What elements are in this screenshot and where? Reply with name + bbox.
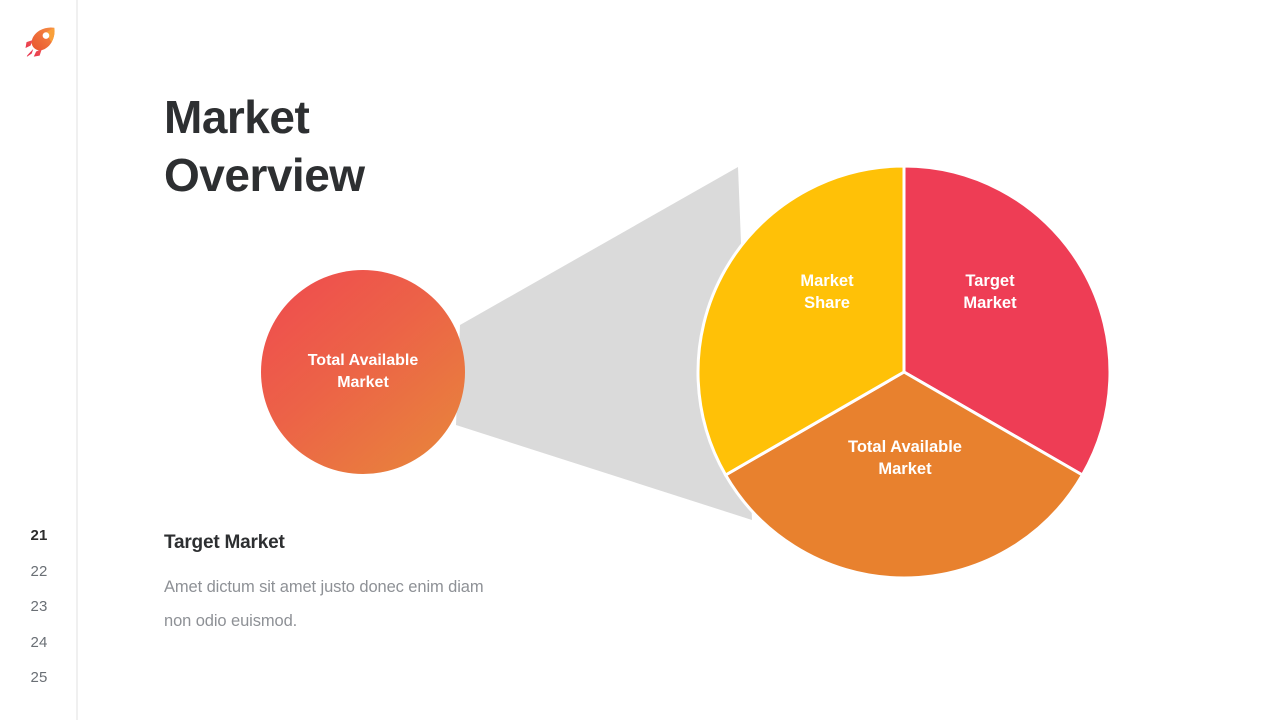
footnote-body: Amet dictum sit amet justo donec enim di… xyxy=(164,578,484,630)
footnote-heading: Target Market xyxy=(164,532,285,553)
page-number-23[interactable]: 23 xyxy=(30,598,48,615)
page-title: Market Overview xyxy=(164,91,365,201)
page-number-25[interactable]: 25 xyxy=(30,669,48,686)
pie-label-line2: Share xyxy=(804,294,850,312)
sidebar: 21 22 23 24 25 xyxy=(0,0,78,720)
total-available-market-bubble[interactable]: Total Available Market xyxy=(261,270,465,474)
bubble-label-line1: Total Available xyxy=(308,352,419,369)
page-number-22[interactable]: 22 xyxy=(30,562,48,580)
pie-label-line2: Market xyxy=(963,294,1017,312)
page-number-list[interactable]: 21 22 23 24 25 xyxy=(0,518,78,696)
pie-slice-total-available-market[interactable] xyxy=(723,370,1085,580)
rocket-icon[interactable] xyxy=(18,20,62,64)
pie-label-line1: Total Available xyxy=(848,438,962,456)
bubble-label-line2: Market xyxy=(337,374,389,391)
pie-label-line1: Market xyxy=(800,272,854,290)
pie-slice-label-target-market: Target Market xyxy=(963,272,1017,312)
connector-funnel xyxy=(456,167,752,520)
pie-chart: Target Market Total Available Market Mar… xyxy=(696,164,1112,580)
pie-slice-label-total-available-market: Total Available Market xyxy=(848,438,962,478)
bubble-circle[interactable] xyxy=(261,270,465,474)
footnote-block: Target Market Amet dictum sit amet justo… xyxy=(164,532,494,638)
page-number-24[interactable]: 24 xyxy=(30,633,48,651)
pie-label-line1: Target xyxy=(965,272,1015,290)
pie-label-line2: Market xyxy=(878,460,932,478)
pie-slice-target-market[interactable] xyxy=(902,164,1112,478)
page-number-21[interactable]: 21 xyxy=(30,527,48,544)
pie-slice-label-market-share: Market Share xyxy=(800,272,854,312)
pie-slice-market-share[interactable] xyxy=(696,164,906,478)
